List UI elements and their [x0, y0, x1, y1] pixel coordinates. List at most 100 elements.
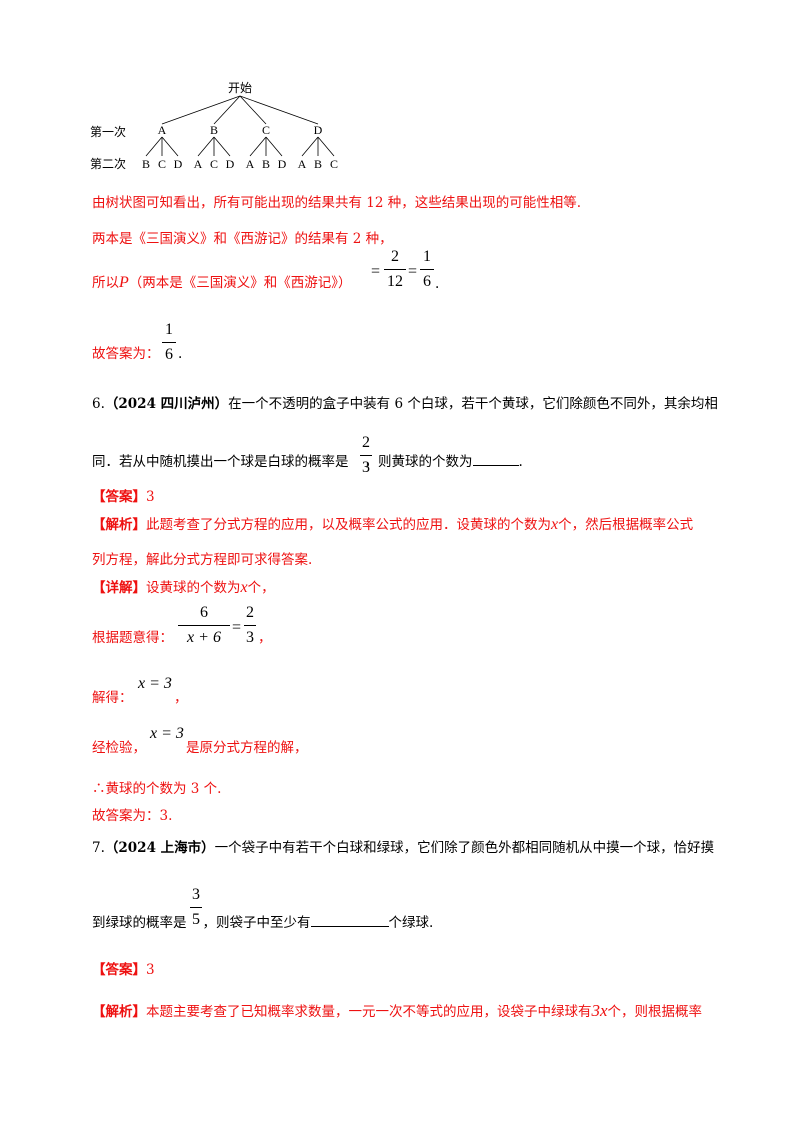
- q6-detail-line: 【详解】设黄球的个数为x个，: [92, 579, 275, 597]
- q5-fraction-1: 2 12: [384, 248, 406, 291]
- q7-frac-bar: [190, 907, 202, 908]
- q6-eq-rbar: [244, 625, 256, 626]
- tree-branch-A-D: [161, 136, 179, 157]
- q6-source: （2024 四川泸州）: [104, 396, 229, 412]
- q6-check-expr: x = 3: [150, 725, 184, 742]
- q5-line2: 两本是《三国演义》和《西游记》的结果有 2 种，: [92, 231, 393, 247]
- tree-branch-root-D: [239, 95, 319, 125]
- q6-line2-a: 同．若从中随机摸出一个球是白球的概率是: [92, 454, 349, 470]
- q6-solve-end: ，: [174, 690, 188, 706]
- q7-analysis-a: 本题主要考查了已知概率求数量，一元一次不等式的应用，设袋子中绿球有: [146, 1004, 592, 1020]
- q5-eq-sign: =: [371, 263, 381, 280]
- tree-branch-A-B: [145, 136, 163, 157]
- q5-eq-sign-2: =: [408, 263, 418, 280]
- q5-period: .: [435, 276, 440, 292]
- q6-analysis-1b: 个，然后根据概率公式: [558, 517, 694, 533]
- q6-solve-label: 解得：: [92, 690, 133, 706]
- q7-line1: 7.（2024 上海市）一个袋子中有若干个白球和绿球，它们除了颜色外都相同随机从…: [92, 840, 714, 856]
- q6-check-label: 经检验，: [92, 740, 146, 756]
- tree-node-level1-A: A: [158, 123, 167, 137]
- q7-analysis: 【解析】本题主要考查了已知概率求数量，一元一次不等式的应用，设袋子中绿球有3x个…: [92, 1001, 703, 1020]
- q5-answer-fraction: 1 6: [162, 321, 176, 364]
- q7-source: （2024 上海市）: [104, 840, 215, 856]
- q6-line2: 同．若从中随机摸出一个球是白球的概率是 ，则黄球的个数为.: [92, 452, 523, 470]
- q5-answer-period: .: [178, 346, 183, 362]
- q6-analysis-line2: 列方程，解此分式方程即可求得答案.: [92, 552, 313, 568]
- q5-f2-bar: [420, 269, 434, 270]
- q6-eq-end: ，: [258, 630, 272, 646]
- q6-analysis-1a: 此题考查了分式方程的应用，以及概率公式的应用．设黄球的个数为: [146, 517, 551, 533]
- q6-solve-expr: x = 3: [138, 675, 172, 692]
- tree-branches: [145, 95, 335, 157]
- q6-eq-rnum: 2: [246, 604, 254, 621]
- q6-frac-num: 2: [362, 434, 370, 451]
- q6-analysis-var: x: [551, 516, 559, 533]
- q7-answer-label: 【答案】: [92, 962, 146, 978]
- q6-detail-var: x: [240, 579, 248, 596]
- q5-ans-den: 6: [165, 346, 173, 363]
- q5-fraction-2: 1 6: [420, 248, 434, 291]
- q7-analysis-expr: 3x: [591, 1001, 608, 1020]
- q7-answer-blank: [310, 913, 389, 927]
- q5-line3: 所以P（两本是《三国演义》和《西游记》）: [92, 274, 352, 292]
- tree-branch-C-A: [249, 136, 267, 157]
- tree-node-level2-A-C: C: [158, 157, 166, 171]
- q6-eq-intro: 根据题意得：: [92, 630, 173, 646]
- tree-level2-label: 第二次: [90, 157, 126, 171]
- q7-answer: 【答案】3: [92, 962, 155, 978]
- q6-line2-end: .: [518, 454, 523, 470]
- tree-branch-D-A: [301, 136, 319, 157]
- tree-node-level2-B-A: A: [194, 157, 203, 171]
- q7-frac-den: 5: [192, 911, 200, 928]
- q7-line1-text: 一个袋子中有若干个白球和绿球，它们除了颜色外都相同随机从中摸一个球，恰好摸: [214, 840, 715, 856]
- q5-P: P: [119, 274, 129, 291]
- q6-eq-left-fraction: 6 x + 6: [178, 604, 230, 647]
- tree-node-level1-D: D: [314, 123, 323, 137]
- tree-node-level2-A-B: B: [142, 157, 150, 171]
- q7-analysis-b: 个，则根据概率: [607, 1004, 703, 1020]
- q6-detail-1b: 个，: [247, 580, 275, 596]
- q6-line2-b: ，则黄球的个数为: [364, 454, 473, 470]
- q5-f1-bar: [384, 269, 406, 270]
- q6-therefore: ∴黄球的个数为 3 个.: [92, 781, 222, 797]
- q7-answer-value: 3: [146, 962, 155, 978]
- q5-ans-bar: [162, 342, 176, 343]
- q7-analysis-label: 【解析】: [92, 1004, 146, 1020]
- tree-node-level2-B-C: C: [210, 157, 218, 171]
- tree-node-level2-D-B: B: [314, 157, 322, 171]
- q6-frac-den: 3: [362, 459, 370, 476]
- q6-frac-bar: [360, 455, 372, 456]
- q6-detail-1a: 设黄球的个数为: [146, 580, 241, 596]
- tree-root: 开始: [228, 81, 252, 95]
- tree-node-level1-C: C: [262, 123, 270, 137]
- q7-number: 7.: [92, 840, 105, 856]
- q6-prob-fraction: 2 3: [360, 434, 372, 477]
- q6-analysis-line1: 【解析】此题考查了分式方程的应用，以及概率公式的应用．设黄球的个数为x个，然后根…: [92, 516, 694, 534]
- q5-ans-num: 1: [165, 321, 173, 338]
- tree-branch-B-A: [197, 136, 215, 157]
- q6-answer-value: 3: [146, 489, 155, 505]
- tree-branch-C-D: [265, 136, 283, 157]
- q6-eq-sign: =: [232, 619, 242, 636]
- q7-frac-num: 3: [192, 886, 200, 903]
- q6-answer-label: 【答案】: [92, 489, 146, 505]
- tree-level1-label: 第一次: [90, 125, 126, 139]
- q6-eq-den: x + 6: [187, 629, 221, 646]
- q6-number: 6.: [92, 396, 105, 412]
- tree-node-level2-C-D: D: [278, 157, 287, 171]
- q6-analysis-label: 【解析】: [92, 517, 146, 533]
- q5-line1: 由树状图可知看出，所有可能出现的结果共有 12 种，这些结果出现的可能性相等.: [92, 195, 582, 211]
- tree-node-level2-D-A: A: [298, 157, 307, 171]
- tree-node-level2-C-B: B: [262, 157, 270, 171]
- tree-branch-D-C: [317, 136, 335, 157]
- q5-answer-prefix: 故答案为：: [92, 346, 160, 362]
- q6-eq-num: 6: [200, 604, 208, 621]
- tree-branch-root-C: [239, 95, 267, 125]
- q6-eq-bar: [178, 625, 230, 626]
- q6-answer: 【答案】3: [92, 489, 155, 505]
- q5-line3-mid: （两本是《三国演义》和《西游记》）: [128, 275, 352, 291]
- q6-line1-text: 在一个不透明的盒子中装有 6 个白球，若干个黄球，它们除颜色不同外，其余均相: [228, 396, 718, 412]
- tree-node-level2-C-A: A: [246, 157, 255, 171]
